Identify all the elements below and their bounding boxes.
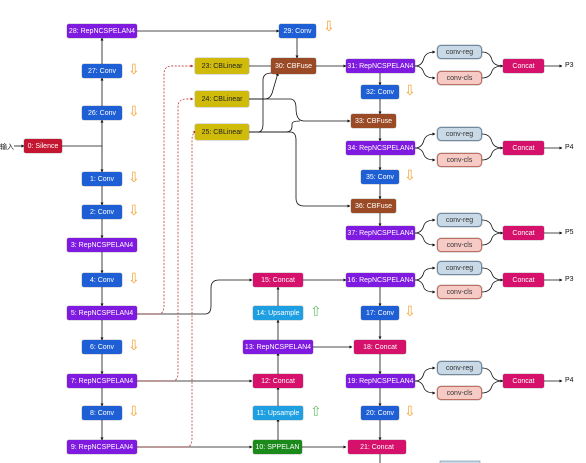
node-21-concat[interactable]: 21: Concat (348, 440, 406, 454)
node-0-silence[interactable]: 0: Silence (24, 139, 62, 153)
down-arrow-icon: ⇩ (404, 168, 416, 184)
down-arrow-icon: ⇩ (128, 62, 140, 78)
down-arrow-icon: ⇩ (128, 338, 140, 354)
down-arrow-icon: ⇩ (404, 83, 416, 99)
node-34-repncspelan4[interactable]: 34: RepNCSPELAN4 (346, 141, 415, 155)
head-p4-aux-conv-reg[interactable]: conv-reg (437, 127, 482, 141)
node-12-concat[interactable]: 12: Concat (253, 374, 303, 388)
head-p4-conv-cls[interactable]: conv-cls (437, 386, 482, 400)
node-35-conv[interactable]: 35: Conv (361, 170, 399, 184)
node-18-concat[interactable]: 18: Concat (354, 340, 406, 354)
input-label: 输入 (0, 144, 14, 151)
head-p5-aux-conv-cls[interactable]: conv-cls (437, 238, 482, 252)
head-p4-conv-reg[interactable]: conv-reg (437, 361, 482, 375)
up-arrow-icon: ⇧ (310, 404, 322, 420)
node-17-conv[interactable]: 17: Conv (361, 306, 399, 320)
node-29-conv[interactable]: 29: Conv (279, 24, 316, 38)
output-label-p4-aux: P4 (565, 144, 574, 151)
output-label-p4: P4 (565, 377, 574, 384)
up-arrow-icon: ⇧ (310, 304, 322, 320)
head-p4-concat[interactable]: Concat (503, 374, 544, 388)
node-11-upsample[interactable]: 11: Upsample (253, 406, 303, 420)
node-26-conv[interactable]: 26: Conv (82, 106, 122, 120)
node-6-conv[interactable]: 6: Conv (82, 340, 122, 354)
node-5-repncspelan4[interactable]: 5: RepNCSPELAN4 (67, 306, 137, 320)
head-p4-aux-conv-cls[interactable]: conv-cls (437, 153, 482, 167)
node-25-cblinear[interactable]: 25: CBLinear (195, 124, 249, 140)
node-20-conv[interactable]: 20: Conv (361, 406, 399, 420)
node-36-cbfuse[interactable]: 36: CBFuse (351, 199, 396, 213)
head-p3-concat[interactable]: Concat (503, 273, 544, 287)
node-2-conv[interactable]: 2: Conv (82, 205, 122, 219)
head-p3-conv-reg[interactable]: conv-reg (437, 261, 482, 275)
head-p3-aux-conv-cls[interactable]: conv-cls (437, 71, 482, 85)
down-arrow-icon: ⇩ (128, 203, 140, 219)
output-label-p3: P3 (565, 276, 574, 283)
node-31-repncspelan4[interactable]: 31: RepNCSPELAN4 (346, 59, 415, 73)
node-9-repncspelan4[interactable]: 9: RepNCSPELAN4 (67, 440, 137, 454)
node-16-repncspelan4[interactable]: 16: RepNCSPELAN4 (346, 273, 415, 287)
node-8-conv[interactable]: 8: Conv (82, 406, 122, 420)
head-p3-conv-cls[interactable]: conv-cls (437, 285, 482, 299)
output-label-p3-aux: P3 (565, 62, 574, 69)
output-label-p5-aux: P5 (565, 229, 574, 236)
node-4-conv[interactable]: 4: Conv (82, 273, 122, 287)
node-30-cbfuse[interactable]: 30: CBFuse (271, 58, 316, 74)
node-33-cbfuse[interactable]: 33: CBFuse (351, 114, 396, 128)
down-arrow-icon: ⇩ (323, 19, 335, 35)
node-23-cblinear[interactable]: 23: CBLinear (195, 58, 249, 74)
node-7-repncspelan4[interactable]: 7: RepNCSPELAN4 (67, 374, 137, 388)
node-32-conv[interactable]: 32: Conv (361, 85, 399, 99)
head-p5-aux-concat[interactable]: Concat (503, 226, 544, 240)
node-10-sppelan[interactable]: 10: SPPELAN (253, 440, 302, 454)
down-arrow-icon: ⇩ (128, 170, 140, 186)
down-arrow-icon: ⇩ (128, 271, 140, 287)
node-1-conv[interactable]: 1: Conv (82, 172, 122, 186)
down-arrow-icon: ⇩ (128, 404, 140, 420)
node-13-repncspelan4[interactable]: 13: RepNCSPELAN4 (243, 340, 313, 354)
down-arrow-icon: ⇩ (404, 404, 416, 420)
node-15-concat[interactable]: 15: Concat (253, 273, 303, 287)
node-24-cblinear[interactable]: 24: CBLinear (195, 91, 249, 107)
node-37-repncspelan4[interactable]: 37: RepNCSPELAN4 (346, 226, 415, 240)
down-arrow-icon: ⇩ (404, 304, 416, 320)
node-3-repncspelan4[interactable]: 3: RepNCSPELAN4 (67, 238, 137, 252)
head-p3-aux-concat[interactable]: Concat (503, 59, 544, 73)
node-28-repncspelan4[interactable]: 28: RepNCSPELAN4 (67, 24, 137, 38)
node-19-repncspelan4[interactable]: 19: RepNCSPELAN4 (346, 374, 415, 388)
head-p5-aux-conv-reg[interactable]: conv-reg (437, 213, 482, 227)
down-arrow-icon: ⇩ (128, 104, 140, 120)
head-p4-aux-concat[interactable]: Concat (503, 141, 544, 155)
node-27-conv[interactable]: 27: Conv (82, 64, 122, 78)
node-14-upsample[interactable]: 14: Upsample (253, 306, 303, 320)
head-p3-aux-conv-reg[interactable]: conv-reg (437, 45, 482, 59)
